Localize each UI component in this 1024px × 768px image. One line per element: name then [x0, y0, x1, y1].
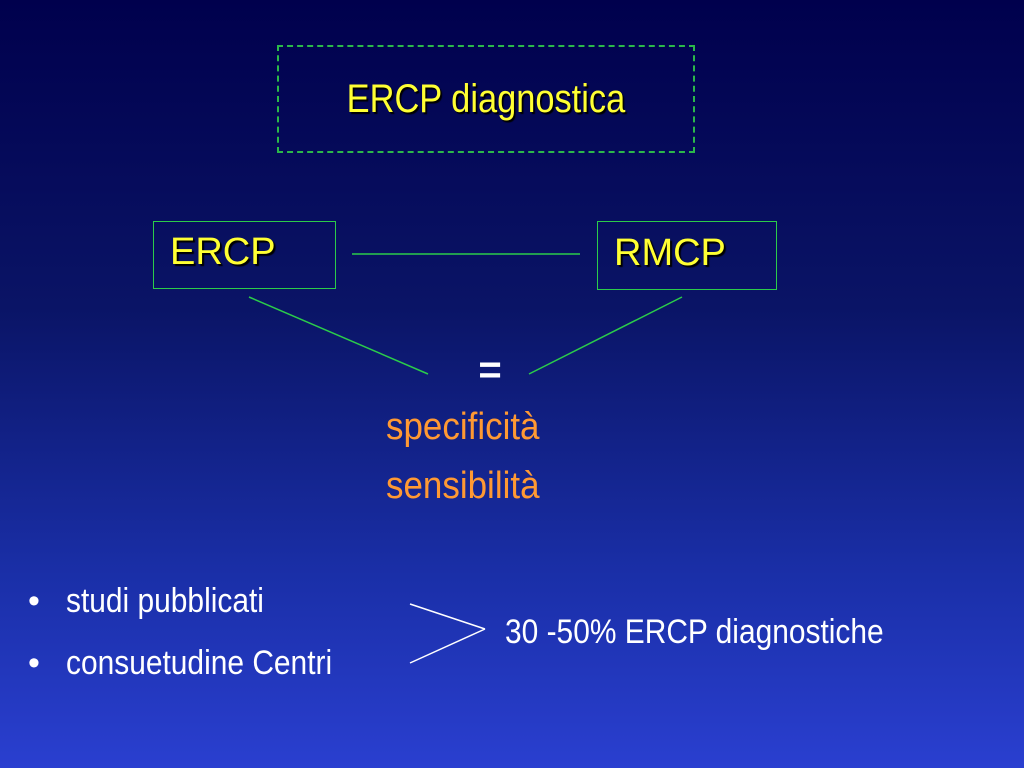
equals-sign: = — [478, 348, 502, 392]
slide-title: ERCP diagnostica — [346, 76, 626, 121]
node-ercp-label: ERCP — [170, 231, 276, 273]
metric-sensitivity: sensibilità — [386, 465, 540, 507]
metric-specificity: specificità — [386, 406, 540, 448]
bullet-item: • consuetudine Centri — [28, 646, 368, 680]
connector-ercp-equals — [248, 296, 429, 375]
brace-upper-line — [409, 603, 486, 630]
bullet-text: consuetudine Centri — [66, 644, 333, 682]
bullet-item: • studi pubblicati — [28, 584, 291, 618]
bullet-marker: • — [28, 644, 40, 682]
title-box: ERCP diagnostica — [277, 45, 695, 153]
result-text: 30 -50% ERCP diagnostiche — [505, 613, 884, 651]
node-ercp: ERCP — [153, 221, 336, 289]
node-rmcp-label: RMCP — [614, 231, 726, 274]
connector-rmcp-equals — [528, 296, 683, 375]
node-rmcp: RMCP — [597, 221, 777, 290]
brace-lower-line — [409, 628, 486, 664]
bullet-text: studi pubblicati — [66, 582, 264, 620]
bullet-marker: • — [28, 582, 40, 620]
